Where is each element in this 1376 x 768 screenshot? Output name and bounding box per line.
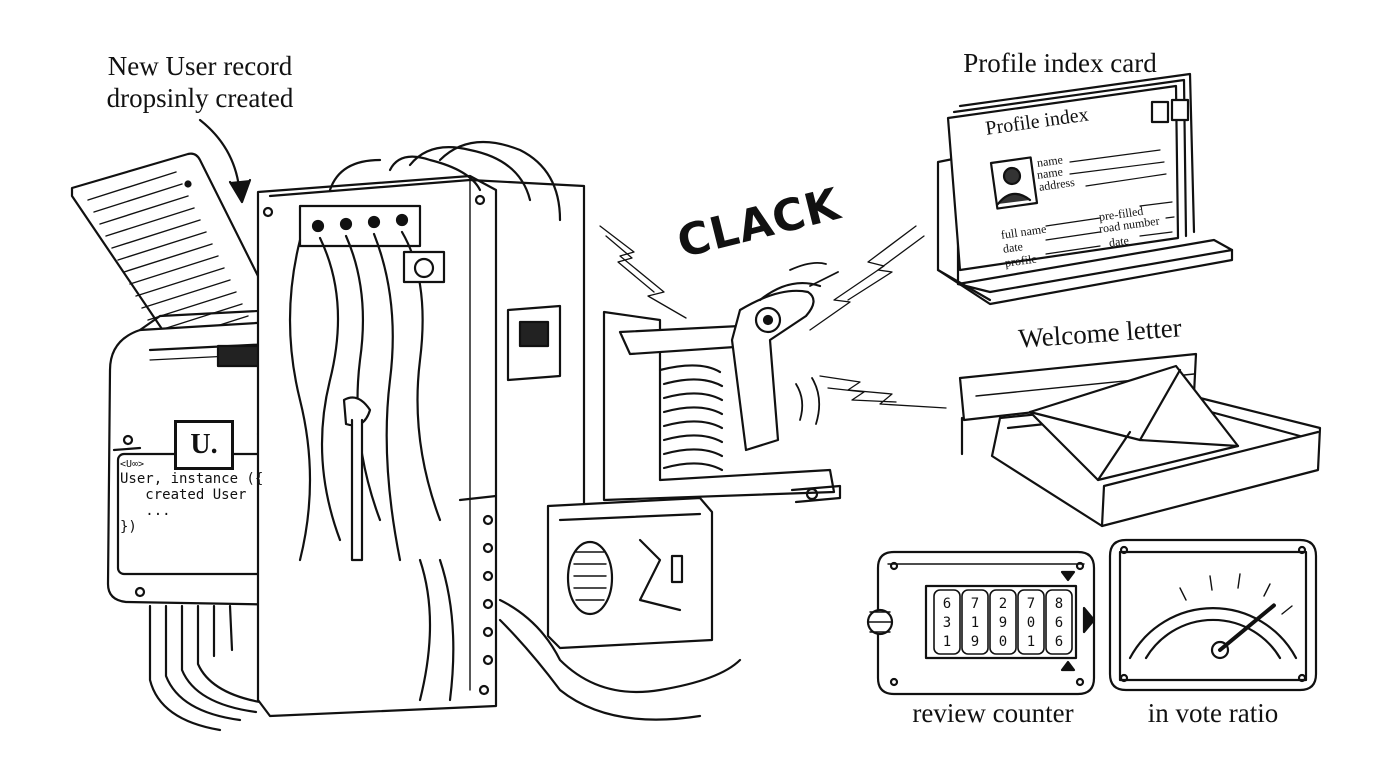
review-counter-label: review counter [912,698,1074,728]
counter-digit: 8 [1055,596,1063,612]
screen-line: User, instance ({ [120,471,264,487]
counter-drums: 6 3 1 7 1 9 2 9 0 7 0 1 8 6 6 [933,589,1073,655]
screen-line: }) [120,519,137,535]
coil-assembly [498,496,742,721]
vote-ratio-label: in vote ratio [1147,698,1279,728]
counter-digit: 0 [999,634,1007,650]
new-user-label: New User record dropsinly created [106,51,294,113]
gauge-needle [1218,603,1276,652]
screen-line: created User [120,487,247,503]
counter-drum [989,589,1017,655]
counter-digit: 3 [943,615,951,631]
counter-digit: 1 [971,615,979,631]
card-field: date [1108,233,1130,250]
motion-lines [789,261,839,425]
screen-line: ... [120,503,171,519]
spark-right-top [809,225,925,331]
spark-left [599,225,687,319]
counter-digit: 7 [1027,596,1035,612]
counter-digit: 1 [1027,634,1035,650]
counter-digit: 1 [943,634,951,650]
counter-digit: 6 [943,596,951,612]
counter-digit: 6 [1055,634,1063,650]
profile-card-holder [936,72,1234,306]
spark-right-mid [819,375,947,409]
central-cabinet [256,140,586,718]
counter-drum [1045,589,1073,655]
machine-screen: <U∞> User, instance ({ created User ... … [120,458,268,570]
counter-digit: 0 [1027,615,1035,631]
arrow-head [228,178,252,204]
counter-digit: 6 [1055,615,1063,631]
counter-digit: 2 [999,596,1007,612]
vote-ratio-gauge [1108,538,1318,692]
counter-drum [933,589,961,655]
screen-tag: <U∞> [120,459,145,470]
counter-drum [1017,589,1045,655]
letter-tray [958,352,1322,528]
machine-badge: U. [174,420,234,470]
counter-digit: 7 [971,596,979,612]
counter-digit: 9 [999,615,1007,631]
spring-hammer [602,282,842,504]
counter-drum [961,589,989,655]
profile-card-label: Profile index card [963,48,1157,78]
counter-digit: 9 [971,634,979,650]
